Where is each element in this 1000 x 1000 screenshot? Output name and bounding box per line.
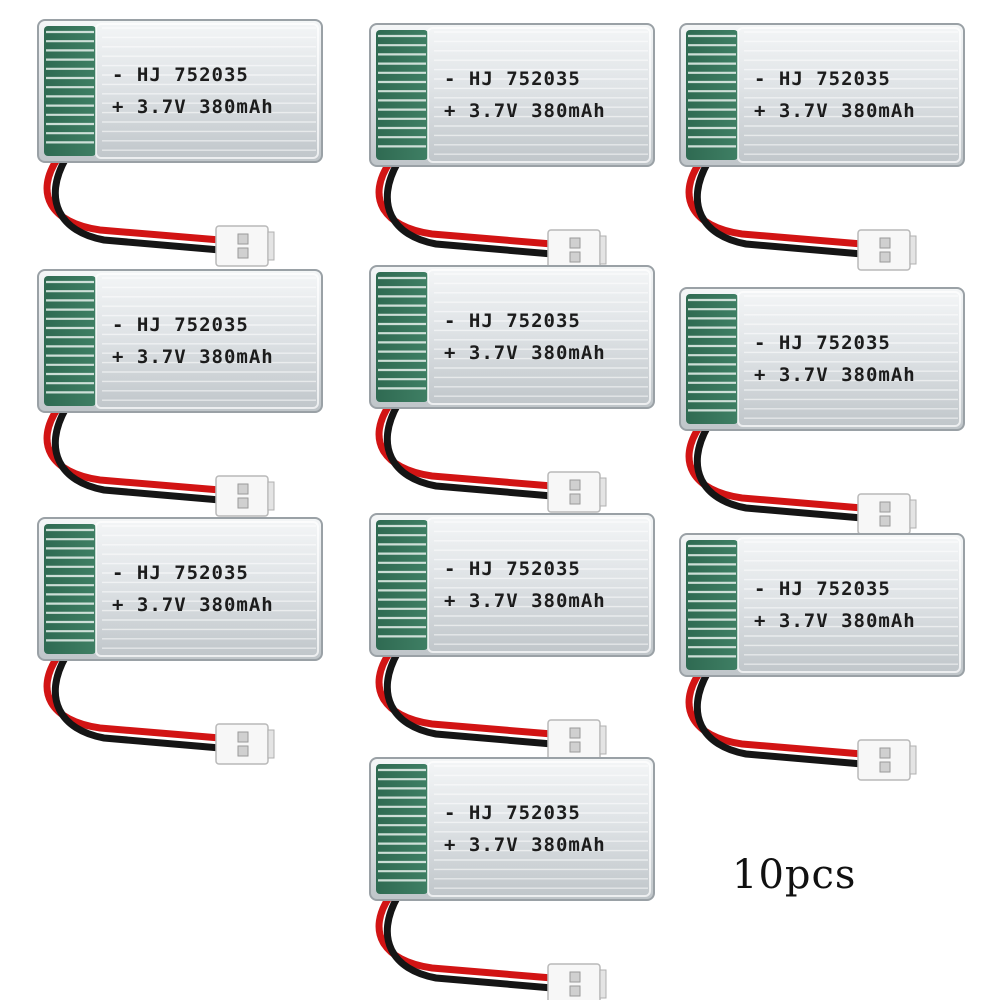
battery-model-label: - HJ 752035 bbox=[444, 310, 581, 332]
battery-cell: - HJ 752035 + 3.7V 380mAh bbox=[362, 22, 662, 277]
battery-cell: - HJ 752035 + 3.7V 380mAh bbox=[362, 264, 662, 519]
battery-model-label: - HJ 752035 bbox=[112, 314, 249, 336]
battery-cell: - HJ 752035 + 3.7V 380mAh bbox=[30, 268, 330, 523]
battery-spec-label: + 3.7V 380mAh bbox=[444, 100, 606, 122]
battery-graphic bbox=[37, 517, 323, 765]
battery-cell: - HJ 752035 + 3.7V 380mAh bbox=[672, 286, 972, 541]
battery-model-label: - HJ 752035 bbox=[754, 68, 891, 90]
battery-cell: - HJ 752035 + 3.7V 380mAh bbox=[362, 756, 662, 1000]
battery-model-label: - HJ 752035 bbox=[754, 332, 891, 354]
battery-cell: - HJ 752035 + 3.7V 380mAh bbox=[30, 18, 330, 273]
battery-graphic bbox=[37, 19, 323, 267]
battery-cell: - HJ 752035 + 3.7V 380mAh bbox=[30, 516, 330, 771]
battery-spec-label: + 3.7V 380mAh bbox=[112, 96, 274, 118]
battery-graphic bbox=[37, 269, 323, 517]
battery-spec-label: + 3.7V 380mAh bbox=[754, 364, 916, 386]
battery-graphic bbox=[369, 23, 655, 271]
battery-model-label: - HJ 752035 bbox=[112, 562, 249, 584]
battery-graphic bbox=[679, 287, 965, 535]
battery-spec-label: + 3.7V 380mAh bbox=[444, 590, 606, 612]
battery-model-label: - HJ 752035 bbox=[444, 802, 581, 824]
battery-cell: - HJ 752035 + 3.7V 380mAh bbox=[672, 22, 972, 277]
battery-graphic bbox=[679, 533, 965, 781]
battery-model-label: - HJ 752035 bbox=[444, 558, 581, 580]
battery-spec-label: + 3.7V 380mAh bbox=[754, 100, 916, 122]
battery-cell: - HJ 752035 + 3.7V 380mAh bbox=[672, 532, 972, 787]
battery-spec-label: + 3.7V 380mAh bbox=[444, 342, 606, 364]
battery-spec-label: + 3.7V 380mAh bbox=[112, 594, 274, 616]
battery-model-label: - HJ 752035 bbox=[112, 64, 249, 86]
quantity-caption: 10pcs bbox=[732, 852, 857, 898]
battery-graphic bbox=[369, 757, 655, 1000]
battery-graphic bbox=[369, 265, 655, 513]
battery-graphic bbox=[679, 23, 965, 271]
battery-spec-label: + 3.7V 380mAh bbox=[112, 346, 274, 368]
battery-spec-label: + 3.7V 380mAh bbox=[444, 834, 606, 856]
battery-model-label: - HJ 752035 bbox=[754, 578, 891, 600]
battery-cell: - HJ 752035 + 3.7V 380mAh bbox=[362, 512, 662, 767]
battery-spec-label: + 3.7V 380mAh bbox=[754, 610, 916, 632]
battery-graphic bbox=[369, 513, 655, 761]
battery-model-label: - HJ 752035 bbox=[444, 68, 581, 90]
